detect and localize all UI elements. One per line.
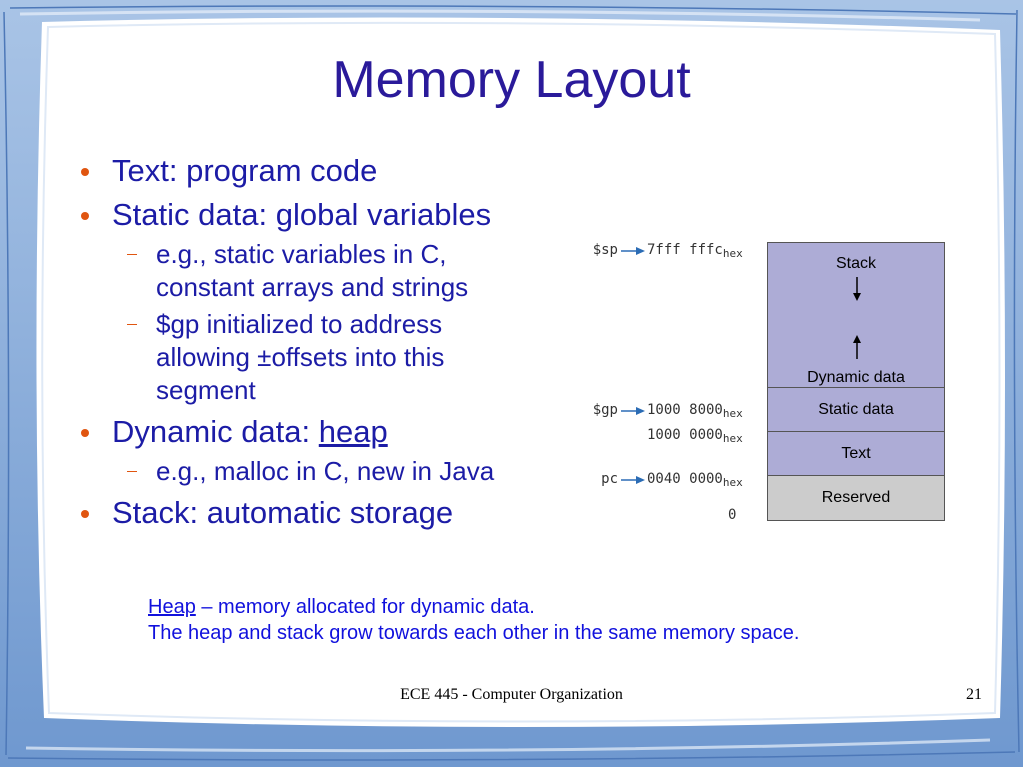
sub-bullet-static-examples: e.g., static variables in C, constant ar… bbox=[76, 238, 501, 304]
arrow-down-icon bbox=[853, 277, 861, 301]
bullet-dot-icon bbox=[81, 168, 89, 176]
sub-bullet-text: $gp initialized to address allowing ±off… bbox=[156, 309, 445, 405]
bullet-text: Text: program code bbox=[112, 153, 378, 188]
segment-static-data: Static data bbox=[767, 387, 945, 432]
address-gp: 1000 8000hex bbox=[647, 402, 743, 420]
bullet-stack: Stack: automatic storage bbox=[76, 492, 576, 534]
bullet-dot-icon bbox=[81, 212, 89, 220]
bullet-dynamic-data: Dynamic data: heap bbox=[76, 411, 576, 453]
sub-bullet-dynamic-examples: e.g., malloc in C, new in Java bbox=[76, 455, 576, 488]
pointer-arrow-icon bbox=[621, 476, 645, 484]
segment-text: Text bbox=[767, 431, 945, 476]
segment-label-stack: Stack bbox=[835, 255, 876, 272]
segment-reserved: Reserved bbox=[767, 475, 945, 521]
sub-bullet-dash-icon bbox=[127, 324, 137, 325]
bullet-text: Stack: automatic storage bbox=[112, 495, 454, 530]
address-text-start: 0040 0000hex bbox=[647, 471, 743, 489]
bullet-text-segment: Text: program code bbox=[76, 150, 576, 192]
memory-layout-diagram: Stack Dynamic data Static data Text Rese… bbox=[585, 236, 955, 536]
footer-course-name: ECE 445 - Computer Organization bbox=[400, 686, 623, 703]
heap-note: Heap – memory allocated for dynamic data… bbox=[148, 594, 948, 646]
heap-note-line1: Heap – memory allocated for dynamic data… bbox=[148, 594, 948, 620]
heap-word: heap bbox=[318, 414, 388, 449]
bullet-list: Text: program code Static data: global v… bbox=[76, 150, 576, 536]
arrow-up-icon bbox=[853, 335, 861, 359]
pointer-arrow-icon bbox=[621, 247, 645, 255]
page-number: 21 bbox=[966, 686, 982, 703]
slide-title: Memory Layout bbox=[332, 51, 691, 109]
bullet-text: Static data: global variables bbox=[112, 197, 492, 232]
bullet-dot-icon bbox=[81, 510, 89, 518]
sub-bullet-dash-icon bbox=[127, 471, 137, 472]
address-sp: 7fff fffchex bbox=[647, 242, 743, 260]
segment-label-dynamic-data: Dynamic data bbox=[807, 369, 905, 386]
heap-note-line2: The heap and stack grow towards each oth… bbox=[148, 622, 800, 644]
bullet-static-data: Static data: global variables bbox=[76, 194, 576, 236]
register-gp: $gp bbox=[592, 402, 618, 418]
address-static-start: 1000 0000hex bbox=[647, 427, 743, 445]
bullet-text: Dynamic data: bbox=[112, 414, 319, 449]
heap-definition-term: Heap bbox=[148, 596, 196, 618]
segment-stack-dynamic: Stack Dynamic data bbox=[767, 242, 945, 388]
pointer-arrow-icon bbox=[621, 407, 645, 415]
sub-bullet-text: e.g., static variables in C, constant ar… bbox=[156, 239, 469, 302]
heap-definition-text: – memory allocated for dynamic data. bbox=[195, 596, 535, 618]
register-sp: $sp bbox=[592, 242, 618, 258]
address-zero: 0 bbox=[728, 507, 737, 523]
sub-bullet-gp: $gp initialized to address allowing ±off… bbox=[76, 308, 501, 407]
sub-bullet-dash-icon bbox=[127, 254, 137, 255]
register-pc: pc bbox=[601, 471, 618, 487]
sub-bullet-text: e.g., malloc in C, new in Java bbox=[156, 456, 495, 486]
bullet-dot-icon bbox=[81, 429, 89, 437]
